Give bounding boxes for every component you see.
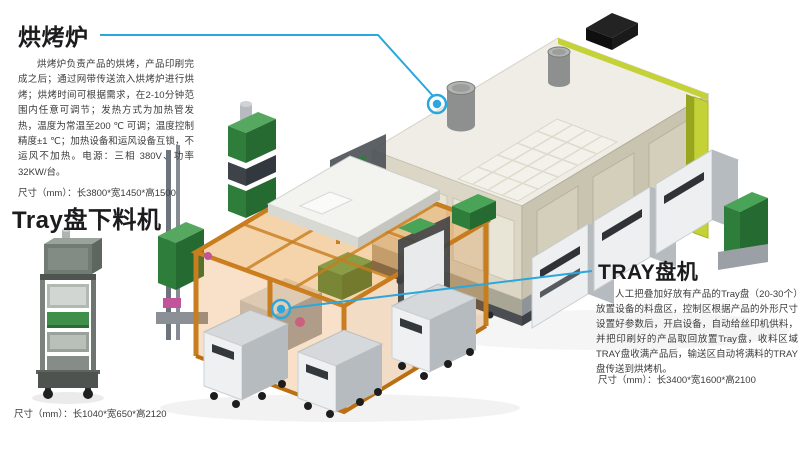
right-end-green-module	[718, 192, 768, 270]
oven-callout-marker-icon	[426, 93, 448, 115]
oven-callout-line	[100, 34, 434, 97]
oven-front-modules	[530, 149, 768, 329]
tray-machine-callout-line	[289, 270, 593, 309]
tray-machine-title: TRAY盘机	[598, 261, 699, 284]
oven-tray-grid	[456, 118, 619, 202]
oven-vent-cylinder	[547, 46, 571, 87]
tray-machine-description: 人工把叠加好放有产品的Tray盘（20-30个）放置设备的料盘区，控制区根据产品…	[596, 289, 798, 375]
oven-control-box	[586, 13, 638, 50]
oven-vent-cylinder	[446, 81, 476, 132]
tray-unloader-title: Tray盘下料机	[12, 207, 162, 234]
tray-machine-3d	[190, 155, 496, 418]
tray-unloader-dimensions: 尺寸（mm）：长1040*宽650*高2120	[14, 409, 167, 420]
tray-machine-corner-module	[452, 194, 496, 230]
oven-title: 烘烤炉	[18, 24, 89, 50]
tray-machine-callout-marker-icon	[270, 298, 292, 320]
cabinet-casters	[210, 348, 474, 418]
callout-annotations	[100, 34, 593, 320]
tray-unloader-thumbnail	[36, 228, 102, 399]
tray-machine-platform	[266, 155, 442, 248]
tray-machine-dimensions: 尺寸（mm）：长3400*宽1600*高2100	[598, 375, 756, 386]
oven-dimensions: 尺寸（mm）：长3800*宽1450*高1500	[18, 188, 176, 199]
oven-description: 烘烤炉负责产品的烘烤，产品印刷完成之后；通过网带传送流入烘烤炉进行烘烤；烘烤时间…	[18, 59, 194, 178]
tray-machine-cabinets	[202, 283, 478, 418]
